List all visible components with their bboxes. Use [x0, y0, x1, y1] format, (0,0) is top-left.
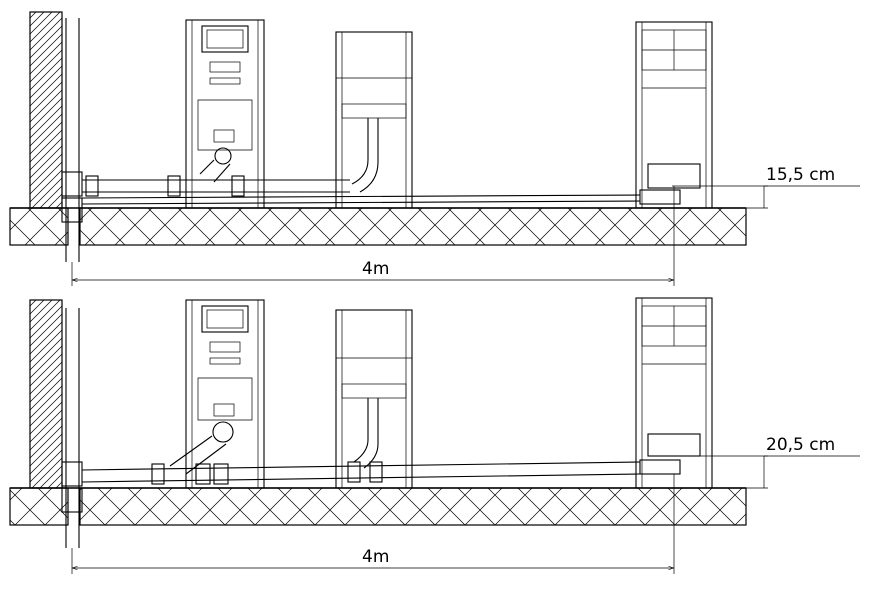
- drain-pipe: [81, 175, 681, 205]
- washbasin-frame: [335, 31, 413, 209]
- distance-dimension-bottom: 4m: [71, 474, 675, 574]
- distance-label-bottom: 4m: [362, 547, 389, 567]
- drawing-top: 15,5 cm 4m: [9, 11, 860, 286]
- floor-slab-left: [9, 487, 69, 526]
- wc-frame: [185, 19, 265, 209]
- drain-pipe: [81, 459, 681, 485]
- wall: [29, 11, 63, 209]
- height-label-top: 15,5 cm: [766, 165, 835, 185]
- distance-label-top: 4m: [362, 259, 389, 279]
- wall: [29, 299, 63, 489]
- distance-dimension-top: 4m: [71, 186, 675, 286]
- floor-slab: [79, 207, 747, 246]
- height-dimension-bottom: 20,5 cm: [672, 435, 860, 489]
- floor-slab: [79, 487, 747, 526]
- washbasin-frame: [335, 309, 413, 489]
- floor-slab-left: [9, 207, 69, 246]
- drawing-bottom: 20,5 cm 4m: [9, 297, 860, 574]
- wc-frame: [169, 299, 265, 489]
- height-label-bottom: 20,5 cm: [766, 435, 835, 455]
- shower-frame: [635, 21, 713, 209]
- height-dimension-top: 15,5 cm: [672, 165, 860, 209]
